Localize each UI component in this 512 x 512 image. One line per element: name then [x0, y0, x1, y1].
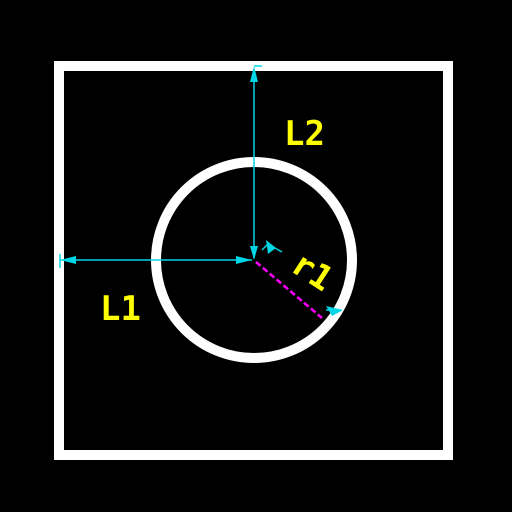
- dimension-r1-arrowhead-outer: [326, 306, 343, 316]
- dimension-l2: [250, 65, 262, 260]
- radius-line: [255, 261, 323, 319]
- dimension-l1-arrowhead-left: [60, 256, 76, 264]
- dimension-l2-arrowhead-bottom: [250, 246, 258, 260]
- square-outline: [54, 61, 453, 460]
- dimension-l1: [59, 254, 252, 268]
- label-l1: L1: [100, 289, 141, 329]
- dimension-l1-arrowhead-right: [236, 256, 252, 264]
- dimension-r1-arrowhead-inner: [266, 240, 276, 254]
- dimension-l2-arrowhead-top: [250, 66, 258, 82]
- dimension-r1: [255, 240, 343, 319]
- label-l2: L2: [284, 114, 325, 154]
